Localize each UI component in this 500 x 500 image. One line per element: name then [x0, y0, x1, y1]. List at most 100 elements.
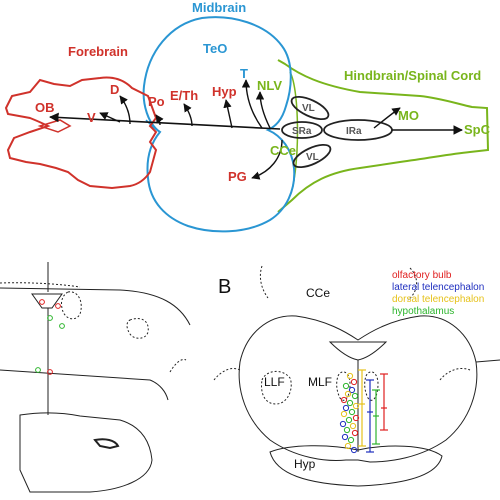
- vl-lower-ellipse: [292, 143, 332, 169]
- panel-b-cell: [344, 442, 352, 450]
- panel-b-cell: [350, 378, 358, 386]
- legend-olfactory-bulb: olfactory bulb: [392, 270, 452, 281]
- arrow-t: [241, 79, 263, 129]
- panel-b-legend: olfactory bulb lateral telencephalon dor…: [392, 270, 484, 317]
- hindbrain-title: Hindbrain/Spinal Cord: [344, 68, 481, 83]
- arrow-pg: [251, 139, 283, 180]
- panel-a-cell: [39, 299, 45, 305]
- label-pg: PG: [228, 169, 247, 184]
- panel-b-mlf-right: [364, 371, 379, 401]
- panel-b-cell: [349, 422, 357, 430]
- panel-b-cell: [350, 446, 358, 454]
- panel-b-ventricle: [328, 341, 388, 361]
- forebrain-divider: [37, 119, 72, 133]
- panel-b-range-bars: [358, 369, 388, 453]
- panel-b-cell: [352, 414, 360, 422]
- forebrain-outline: [4, 76, 158, 190]
- panel-a-dotted-nucleus-1: [61, 291, 82, 320]
- panel-b-cell: [344, 390, 352, 398]
- panel-b-cell: [345, 416, 353, 424]
- panel-b-section: [213, 265, 500, 487]
- panel-b-left-dotted: [213, 367, 241, 381]
- panel-b-cell: [348, 386, 356, 394]
- panel-b-cell: [342, 382, 350, 390]
- hindbrain-outline: [277, 59, 490, 213]
- panel-b-cell: [346, 372, 354, 380]
- legend-dorsal-telencephalon: dorsal telencephalon: [392, 294, 484, 305]
- label-vl-lower: VL: [306, 152, 319, 163]
- panel-a-ventricle: [31, 293, 63, 309]
- label-vl-upper: VL: [302, 103, 315, 114]
- forebrain-title: Forebrain: [68, 44, 128, 59]
- panel-b-right-dotted: [439, 367, 471, 381]
- panel-a-outline: [0, 287, 191, 326]
- panel-b-cell-cluster: [339, 372, 360, 454]
- panel-b-cell: [340, 410, 348, 418]
- panel-a-cell: [59, 323, 65, 329]
- panel-a-dotted-lateral: [169, 359, 187, 373]
- label-teo: TeO: [203, 41, 227, 56]
- arrow-mo: [373, 107, 401, 129]
- panel-a-section: [0, 262, 191, 493]
- panel-a-dotted-nucleus-2: [126, 318, 149, 339]
- panel-b-cell: [341, 433, 349, 441]
- label-cce: CCe: [270, 143, 296, 158]
- vl-upper-ellipse: [290, 95, 330, 121]
- arrow-nlv: [255, 91, 271, 129]
- arrow-hyp: [223, 99, 233, 129]
- panel-b-top-dotted-left: [259, 265, 269, 299]
- label-spc: SpC: [464, 122, 491, 137]
- panel-b-label-hyp: Hyp: [294, 457, 316, 471]
- midbrain-outline: [142, 16, 296, 233]
- panel-b-top-dotted-right: [407, 267, 417, 301]
- panel-b-cell: [351, 429, 359, 437]
- range-bar-lateral: [366, 379, 374, 453]
- arrow-eth: [183, 103, 193, 127]
- label-ira: IRa: [346, 126, 362, 137]
- arrow-v: [99, 112, 121, 123]
- panel-b-cell: [351, 392, 359, 400]
- label-ob: OB: [35, 100, 55, 115]
- range-bar-olfactory: [380, 373, 388, 431]
- panel-a-body: [19, 412, 153, 493]
- panel-b-cell: [352, 402, 360, 410]
- label-hyp: Hyp: [212, 84, 237, 99]
- panel-b-main-outline: [238, 315, 478, 463]
- panel-b-right-edge: [475, 359, 500, 363]
- panel-b-cell: [347, 436, 355, 444]
- panel-a-cells: [35, 299, 65, 375]
- legend-lateral-telencephalon: lateral telencephalon: [392, 282, 484, 293]
- panel-b-cell: [339, 420, 347, 428]
- range-bar-dorsal: [358, 369, 366, 447]
- panel-a-lower-outline: [0, 369, 169, 401]
- panel-b-cell: [343, 426, 351, 434]
- midbrain-title: Midbrain: [192, 0, 246, 15]
- label-sra: SRa: [292, 126, 312, 137]
- label-mo: MO: [398, 108, 419, 123]
- panel-b-cell: [340, 396, 348, 404]
- panel-a-cell: [47, 315, 53, 321]
- panel-b-cell: [342, 404, 350, 412]
- arrow-d: [119, 95, 131, 125]
- panel-a-inner-shape: [93, 438, 120, 450]
- sra-ellipse: [281, 121, 323, 139]
- panel-b-cell: [348, 408, 356, 416]
- label-v: V: [87, 110, 96, 125]
- main-axis: [49, 112, 281, 130]
- panel-a-cell: [35, 367, 41, 373]
- label-d: D: [110, 82, 119, 97]
- range-bar-hypothalamus: [372, 389, 380, 445]
- panel-a-cell: [47, 369, 53, 375]
- panel-b-label-llf: LLF: [264, 375, 285, 389]
- panel-b-label-mlf: MLF: [308, 375, 332, 389]
- panel-b-hyp: [269, 445, 443, 487]
- panel-b-label-cce: CCe: [306, 286, 330, 300]
- label-po: Po: [148, 94, 165, 109]
- label-eth: E/Th: [170, 88, 198, 103]
- brain-schematic: Midbrain Forebrain Hindbrain/Spinal Cord…: [4, 0, 491, 233]
- legend-hypothalamus: hypothalamus: [392, 306, 454, 317]
- label-t: T: [240, 66, 248, 81]
- label-nlv: NLV: [257, 78, 282, 93]
- arrow-po: [155, 114, 164, 126]
